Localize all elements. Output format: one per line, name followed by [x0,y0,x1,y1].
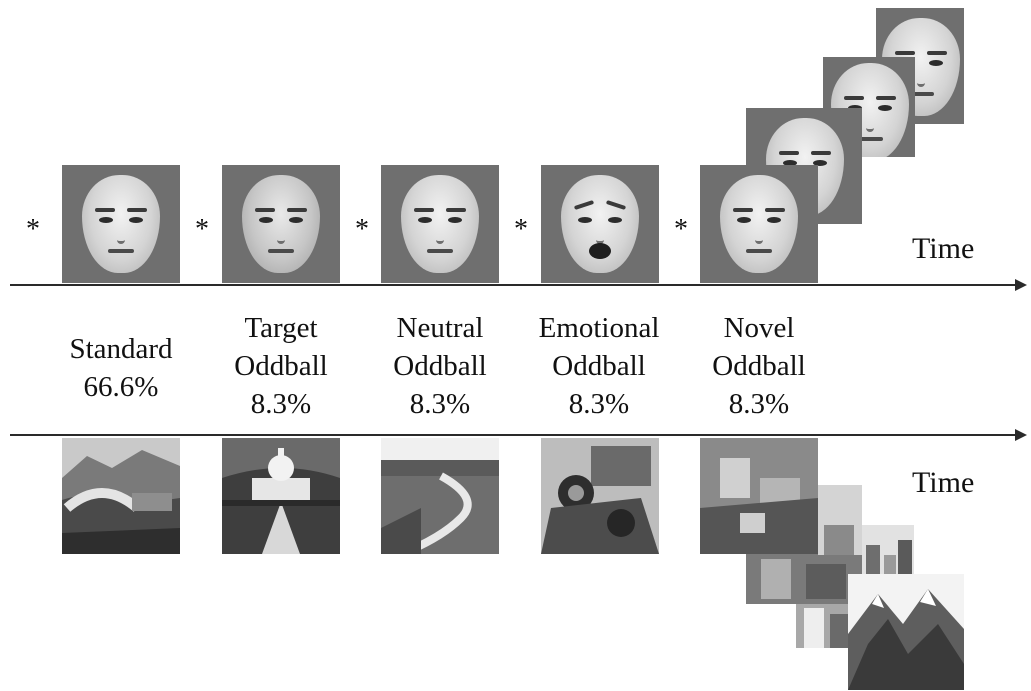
novel-scene-stack-5 [796,604,856,648]
arrow-head-icon [1015,429,1027,441]
faces-time-label: Time [912,232,975,265]
novel-scene-stack-2 [746,554,862,604]
standard-scene-bridge [62,438,180,554]
fixation-star: * [355,214,369,245]
novel-face-stack-3 [823,57,915,157]
arrow-head-icon [1015,279,1027,291]
fixation-star: * [195,214,209,245]
novel-scene-stack-6 [848,574,964,690]
scenes-time-label: Time [912,466,975,499]
target-face [222,165,340,283]
faces-time-axis [10,279,1027,291]
standard-face [62,165,180,283]
novel-scene-village [700,438,818,554]
novel-face [700,165,818,283]
neutral-scene-road [381,438,499,554]
neutral-face [381,165,499,283]
scenes-time-axis [10,429,1027,441]
novel-scene-stack-3 [818,485,862,555]
emotional-face [541,165,659,283]
fixation-star: * [674,214,688,245]
fixation-star: * [514,214,528,245]
emotional-scene-wreck [541,438,659,554]
target-scene-cathedral [222,438,340,554]
fixation-star: * [26,214,40,245]
